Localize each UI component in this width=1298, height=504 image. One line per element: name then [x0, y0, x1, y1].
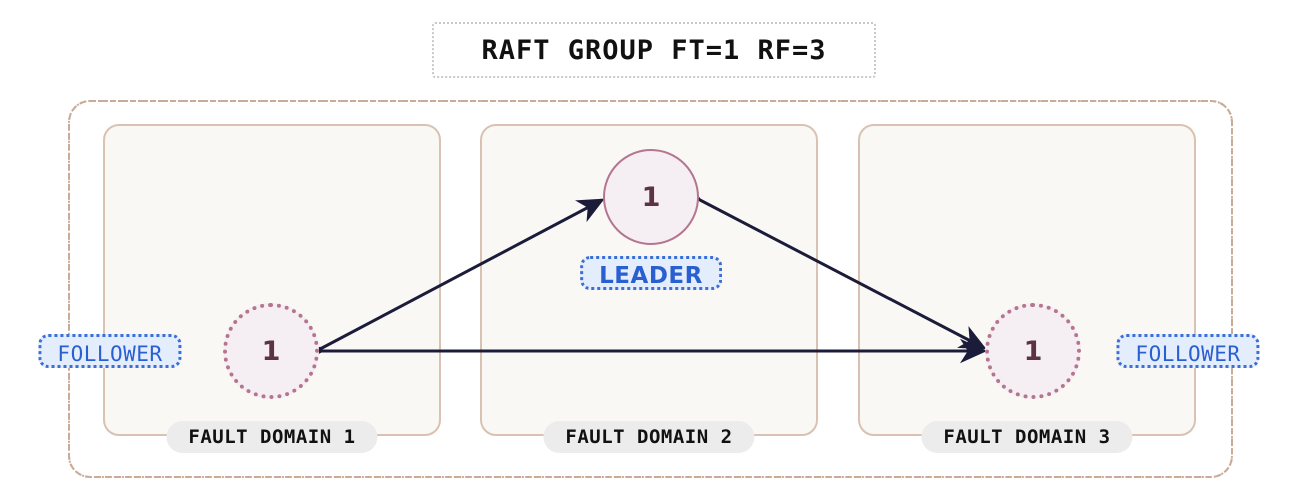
- fault-domain-3-label: FAULT DOMAIN 3: [921, 421, 1133, 453]
- node-follower-1[interactable]: 1: [223, 303, 319, 399]
- node-leader[interactable]: 1: [603, 149, 699, 245]
- role-badge-follower-right: FOLLOWER: [1116, 334, 1260, 368]
- fault-domain-1-label: FAULT DOMAIN 1: [166, 421, 378, 453]
- role-badge-leader: LEADER: [580, 256, 722, 290]
- node-follower-2-value: 1: [1023, 335, 1043, 367]
- fault-domain-2-label: FAULT DOMAIN 2: [543, 421, 755, 453]
- page-title: RAFT GROUP FT=1 RF=3: [481, 34, 827, 66]
- diagram-title-box: RAFT GROUP FT=1 RF=3: [432, 22, 876, 78]
- node-leader-value: 1: [641, 181, 661, 213]
- node-follower-1-value: 1: [261, 335, 281, 367]
- role-badge-follower-left: FOLLOWER: [38, 334, 182, 368]
- raft-group-container: [68, 100, 1233, 478]
- node-follower-2[interactable]: 1: [985, 303, 1081, 399]
